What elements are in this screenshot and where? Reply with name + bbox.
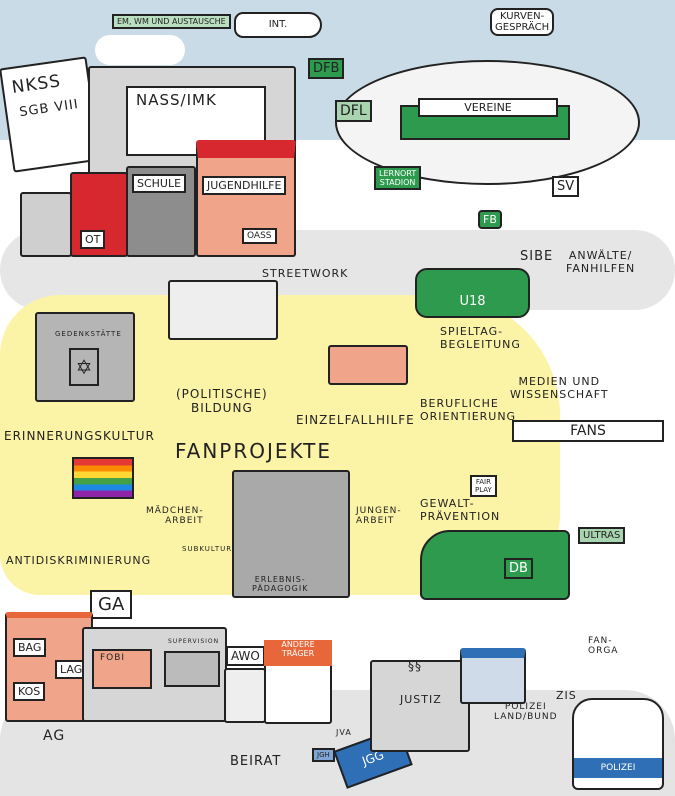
- star-of-david-icon: ✡: [69, 348, 99, 386]
- poster-board: [168, 280, 278, 340]
- ag-label: AG: [43, 728, 66, 744]
- sibe-label: SiBe: [520, 249, 554, 264]
- awo-building: [224, 668, 266, 723]
- banner: EM, WM und Austausche: [112, 14, 231, 29]
- justice-label: Justiz: [400, 693, 442, 706]
- lag-sign: LAG: [55, 660, 88, 679]
- career-label: berufliche Orientierung: [420, 397, 517, 423]
- jgh-badge: JGH: [312, 748, 335, 762]
- speech-bubble: Kurven- gespräch: [490, 8, 555, 36]
- memorial-label: Gedenkstätte: [55, 330, 122, 338]
- ultras-sign: ULTRAS: [578, 527, 626, 544]
- kos-sign: KOS: [13, 682, 46, 701]
- awo-sign: AWO: [226, 646, 265, 666]
- fairplay-certificate: Fair Play: [470, 475, 497, 497]
- rainbow-flag: [72, 457, 134, 499]
- u18-bus: U18: [415, 268, 530, 318]
- jva-label: JVA: [336, 728, 352, 737]
- ga-sign: GA: [90, 590, 133, 619]
- sv-sign: SV: [552, 176, 580, 197]
- fan-orga-label: Fan- Orga: [588, 636, 619, 657]
- desk: [328, 345, 408, 385]
- oass-sign: OASS: [242, 228, 277, 244]
- house-gray: [20, 192, 72, 257]
- climbing-wall: [232, 470, 350, 598]
- fobi-label: FoBi: [100, 653, 126, 663]
- fans-banner: FANS: [512, 420, 664, 442]
- ot-sign: OT: [80, 230, 106, 249]
- casework-label: Einzelfallhilfe: [296, 413, 415, 427]
- lawyers-label: Anwälte/ Fanhilfen: [566, 249, 636, 275]
- political-education-label: (politische) Bildung: [176, 387, 268, 415]
- subculture-label: Subkultur: [182, 545, 233, 553]
- clubs-banner: Vereine: [418, 98, 558, 117]
- bag-building: BAG LAG KOS: [5, 612, 93, 722]
- nkss-book: NKSS SGB VIII: [0, 56, 101, 173]
- experiential-label: Erlebnis- pädagogik: [252, 575, 309, 594]
- police-house: [460, 648, 526, 704]
- paragraph-icon: §§: [408, 659, 422, 673]
- boys-work-label: Jungen- arbeit: [356, 506, 402, 527]
- bag-sign: BAG: [13, 638, 47, 657]
- zis-label: ZIS: [556, 689, 577, 702]
- advisory-label: Beirat: [230, 754, 282, 769]
- supervision-label: Supervision: [168, 638, 220, 645]
- nass-imk-label: NASS/IMK: [136, 91, 217, 109]
- nkss-title: NKSS: [10, 71, 63, 98]
- fobi-window: [92, 649, 152, 689]
- streetwork-label: Streetwork: [262, 267, 349, 280]
- cloud: [95, 35, 185, 65]
- remembrance-label: Erinnerungskultur: [4, 429, 155, 443]
- fb-shirt: FB: [478, 210, 502, 229]
- matchday-label: Spieltag- begleitung: [440, 325, 521, 351]
- police-van-stripe: Polizei: [574, 758, 662, 778]
- police-van: Polizei: [572, 698, 664, 790]
- house-school: Schule: [126, 166, 196, 257]
- police-label: Polizei Land/Bund: [494, 702, 558, 723]
- girls-work-label: Mädchen- arbeit: [146, 506, 204, 527]
- house-ot: OT: [70, 172, 128, 257]
- school-sign: Schule: [132, 174, 187, 193]
- other-providers-sign: andere Träger: [264, 640, 332, 666]
- supervision-window: [164, 651, 220, 687]
- nkss-subtitle: SGB VIII: [18, 96, 80, 121]
- house-youth-welfare: Jugendhilfe OASS: [196, 140, 296, 257]
- dfb-flag: DFB: [308, 58, 345, 79]
- other-providers-building: andere Träger: [264, 640, 332, 724]
- violence-prevention-label: Gewalt- prävention: [420, 497, 501, 523]
- antidiscrimination-label: Antidiskriminierung: [6, 554, 152, 567]
- training-building: FoBi Supervision: [82, 627, 227, 722]
- learning-stadium-sign: Lernort Stadion: [374, 166, 422, 190]
- airplane: INT.: [234, 12, 322, 38]
- memorial: Gedenkstätte ✡: [35, 312, 135, 402]
- youth-welfare-sign: Jugendhilfe: [202, 176, 287, 195]
- db-logo: DB: [504, 558, 533, 579]
- media-label: Medien und Wissenschaft: [510, 375, 609, 401]
- db-train: DB: [420, 530, 570, 600]
- fanprojekte-title: FANPROJEKTE: [175, 439, 332, 463]
- dfl-flag: DFL: [335, 100, 372, 122]
- justice-building: §§ Justiz: [370, 659, 470, 752]
